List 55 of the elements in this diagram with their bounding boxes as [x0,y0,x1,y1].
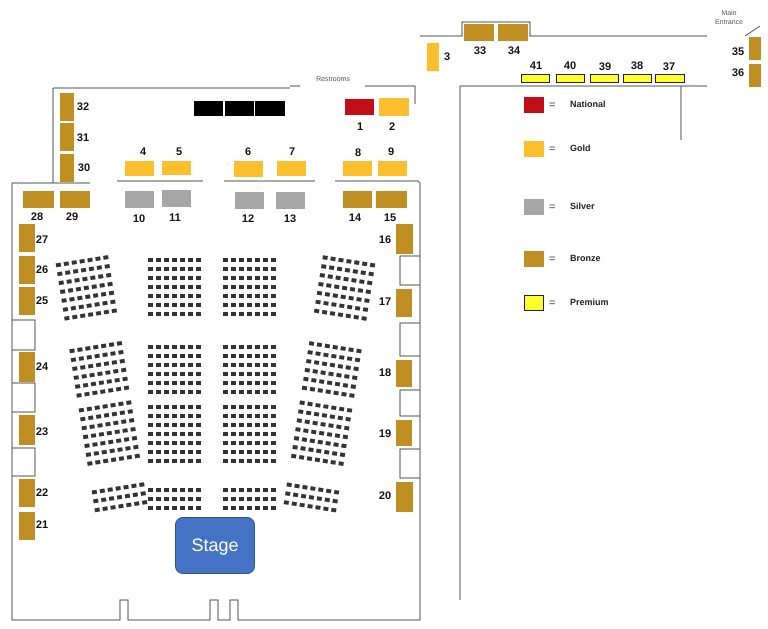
stage-box: Stage [175,517,255,574]
equals-sign: = [549,99,556,111]
booth-number: 31 [76,132,90,144]
booth-number: 15 [384,212,396,224]
booth-number: 19 [378,428,392,440]
equals-sign: = [549,297,556,309]
booth-number: 35 [732,46,744,58]
booth-number: 20 [378,490,392,502]
booth-box [225,101,254,116]
booth-number: 16 [378,234,392,246]
booth-number: 3 [444,51,450,63]
booth-number: 7 [288,146,296,158]
booth-number: 33 [474,45,486,57]
booth-number: 27 [36,234,48,246]
booth-number: 4 [140,146,146,158]
booth-number: 6 [244,146,252,158]
booth-number: 2 [388,121,396,133]
booth-number: 12 [242,213,254,225]
booth-number: 11 [169,212,181,224]
booth-box [194,101,223,116]
booth-number: 34 [508,45,520,57]
booth-number: 21 [36,519,48,531]
booth-number: 26 [36,264,48,276]
booth-number: 18 [378,367,392,379]
booth-number: 22 [36,487,48,499]
booth-number: 41 [530,60,542,72]
booth-number: 36 [732,67,744,79]
legend-label: Bronze [570,253,601,263]
booth-number: 23 [36,426,48,438]
booth-number: 9 [388,146,394,158]
booth-number: 17 [378,296,392,308]
booth-number: 10 [132,213,146,225]
booth-number: 14 [348,212,362,224]
booth-number: 40 [564,60,576,72]
booth-number: 30 [78,162,90,174]
booth-number: 39 [598,61,612,73]
booth-number: 29 [66,211,78,223]
legend-label: Premium [570,297,609,307]
booth-number: 38 [630,60,644,72]
booth-box [255,101,285,116]
equals-sign: = [549,201,556,213]
booth-number: 5 [176,146,182,158]
booth-number: 37 [662,61,676,73]
legend-label: National [570,99,606,109]
legend-label: Silver [570,201,595,211]
booth-number: 28 [30,211,44,223]
booth-number: 8 [354,147,362,159]
booth-number: 24 [36,361,48,373]
booth-number: 32 [76,101,90,113]
booth-number: 13 [284,213,296,225]
legend-label: Gold [570,143,590,153]
equals-sign: = [549,253,556,265]
booth-number: 25 [36,295,48,307]
booth-number: 1 [356,121,364,133]
equals-sign: = [549,143,556,155]
